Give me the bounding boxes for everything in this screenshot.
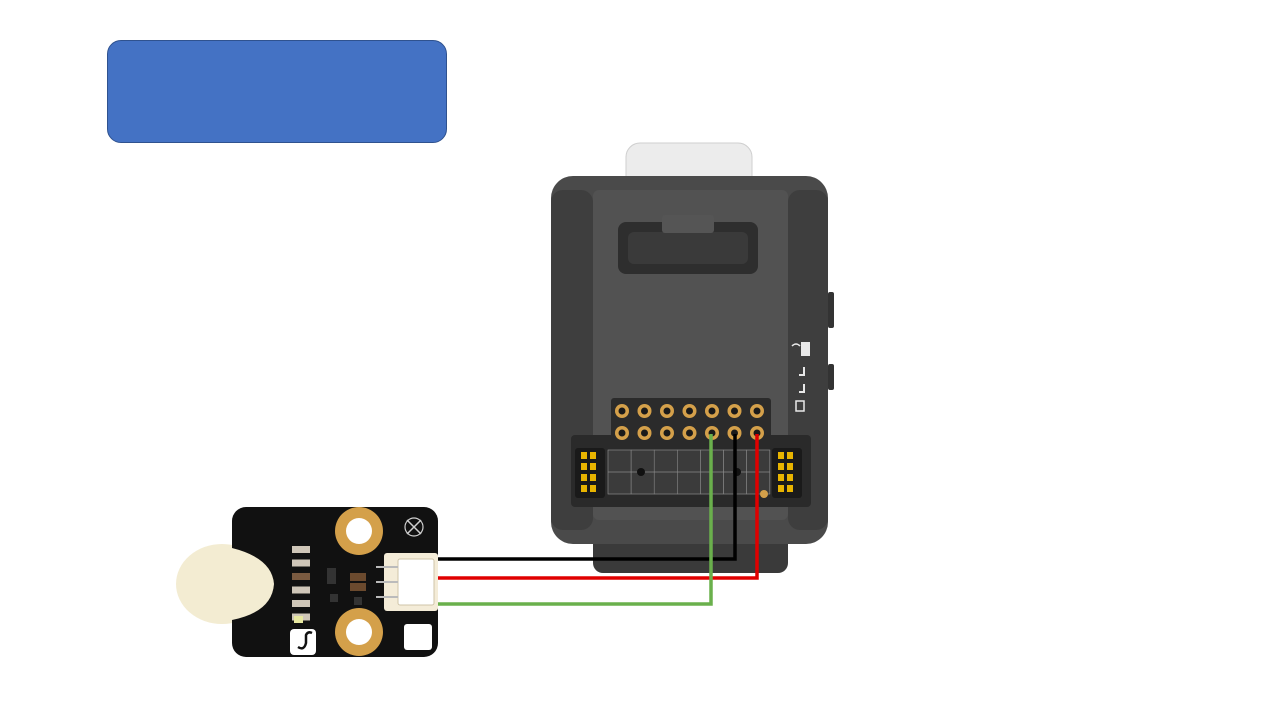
wires [438,434,759,606]
header-pin [615,404,629,418]
connector-pad [590,452,596,459]
header-pin [705,404,719,418]
cert-icon [406,519,422,535]
connector-pad [581,452,587,459]
cert-icon-ring [404,517,424,537]
resistor [292,600,310,607]
connector-pad [787,485,793,492]
pir-sensor [176,507,438,657]
connector-pad [581,474,587,481]
connector-pad [590,474,596,481]
jst-pins [376,566,398,598]
connector-pad [778,474,784,481]
strip-hole-left [637,468,645,476]
pir-dome-overlap [232,548,274,620]
wire-ground [438,434,737,561]
gold-dot [760,490,768,498]
connector-pad [581,463,587,470]
header-pin [660,426,674,440]
chip-2 [350,573,366,581]
connector-pad [590,463,596,470]
title-box [107,40,447,143]
mount-hole-bottom-center [346,619,372,645]
header-pin [727,404,742,418]
connector-pad [778,485,784,492]
controller-slot-inner [628,232,748,264]
dfrobot-logo-mark [297,631,313,650]
connector-pad [787,474,793,481]
right-connector [772,448,802,498]
port-icon-1 [799,367,805,376]
pin-grid [615,404,764,440]
header-pin [637,404,652,418]
header-pin [615,426,629,440]
port-icon-2 [799,384,805,393]
chip-3 [350,583,366,591]
connector-pad [787,452,793,459]
side-button-top [828,292,834,328]
dfrobot-logo [290,629,316,655]
connector-pad [581,485,587,492]
wire-signal [438,434,713,606]
controller-clip [662,215,714,233]
connector-pad [778,452,784,459]
chip-1 [327,568,336,584]
left-connector [575,448,605,498]
wifi-icon [791,342,810,356]
indicator-led [294,616,303,623]
jst-connector-inner [397,558,435,606]
resistor-column [292,546,310,623]
brand-d-badge [404,624,432,650]
chip-5 [354,597,362,605]
wire-power [438,434,759,580]
connector-pad [778,463,784,470]
connector-pad [590,485,596,492]
resistor [292,559,310,567]
controller-device [551,142,834,573]
header-pin [682,426,697,440]
resistor [292,573,310,580]
chip-4 [330,594,338,602]
header-pin [660,404,674,418]
header-pin [637,426,652,440]
resistor [292,586,310,594]
battery-icon [795,400,805,412]
side-button-bottom [828,364,834,390]
header-pin [750,404,764,418]
header-pin [682,404,697,418]
resistor [292,546,310,553]
connector-pad [787,463,793,470]
mount-hole-top-center [346,518,372,544]
